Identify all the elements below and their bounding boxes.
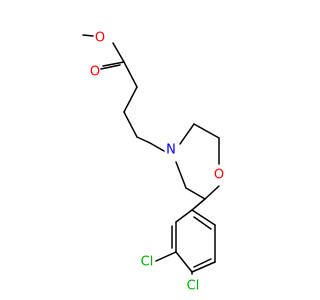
bond [155,251,177,262]
bond [185,187,206,200]
bond [123,61,138,88]
bond [175,251,193,273]
bond [136,136,151,144]
atom-label-chlorine: Cl [187,279,200,294]
bond [175,161,187,189]
molecule-structure: O O N O Cl Cl [82,31,224,294]
bond [82,34,94,37]
bond [102,61,125,67]
atom-label-oxygen: O [95,31,105,46]
atom-label-nitrogen: N [166,143,176,158]
bond [193,216,212,230]
bond [204,185,220,200]
bond [179,123,195,145]
atom-label-chlorine: Cl [141,255,154,270]
bond [123,86,138,113]
bond [175,209,193,223]
bond [149,142,165,152]
bond [112,42,125,63]
bond [191,261,216,273]
bond [123,111,138,138]
bond [191,198,206,211]
bond [193,123,220,139]
bond [100,64,121,70]
atom-label-oxygen: O [90,65,100,80]
structure-canvas: O O N O Cl Cl [82,31,224,294]
bond [193,258,212,268]
atom-label-oxygen: O [214,168,224,183]
bond [191,209,216,226]
